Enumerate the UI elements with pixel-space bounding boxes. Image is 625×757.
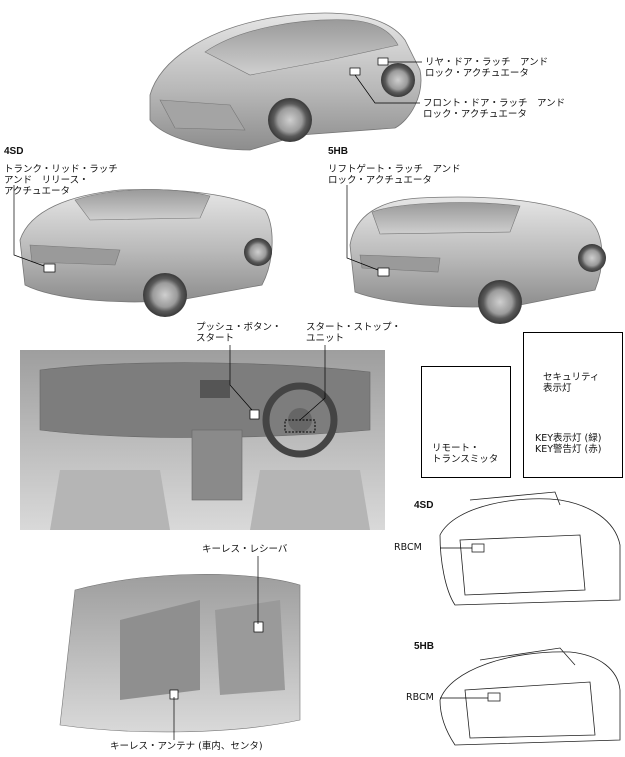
label-key-lights: KEY表示灯 (緑) KEY警告灯 (赤) [535,433,602,455]
leader-push-button [229,345,253,411]
label-start-stop-unit: スタート・ストップ・ ユニット [306,322,402,344]
label-liftgate-latch: リフトゲート・ラッチ アンド ロック・アクチュエータ [328,164,461,186]
section-header-5hb: 5HB [328,146,349,157]
label-keyless-antenna: キーレス・アンテナ (車内、センタ) [110,741,263,752]
cargo-line-drawing-5hb [439,647,621,746]
label-front-door-latch: フロント・ドア・ラッチ アンド ロック・アクチュエータ [423,98,566,120]
indicator-lights-box [523,332,623,478]
rear-interior-view [59,574,301,733]
label-trunk-lid-latch: トランク・リッド・ラッチ アンド リリース・ アクチュエータ [4,164,118,197]
label-rbcm-4sd: RBCM [394,542,422,553]
leader-start-stop [299,345,326,421]
leader-trunk-lid [13,185,45,267]
label-rbcm-5hb: RBCM [406,692,434,703]
section-header-4sd: 4SD [4,146,24,157]
car-front-view [149,12,422,151]
sedan-rear-view [19,189,273,317]
label-security-light: セキュリティ 表示灯 [543,372,600,394]
leader-front-door [354,74,420,104]
remote-transmitter-box [421,366,511,478]
leader-liftgate [346,185,379,271]
section-header-5hb-cargo: 5HB [414,641,435,652]
trunk-line-drawing-4sd [439,491,621,606]
dashboard-interior [20,350,385,530]
label-rear-door-latch: リヤ・ドア・ラッチ アンド ロック・アクチュエータ [425,57,549,79]
label-push-button-start: プッシュ・ボタン・ スタート [196,322,282,344]
hatchback-rear-view [349,196,606,324]
label-remote-transmitter: リモート・ トランスミッタ [432,443,499,465]
label-keyless-receiver: キーレス・レシーバ [202,544,288,555]
section-header-4sd-trunk: 4SD [414,500,434,511]
